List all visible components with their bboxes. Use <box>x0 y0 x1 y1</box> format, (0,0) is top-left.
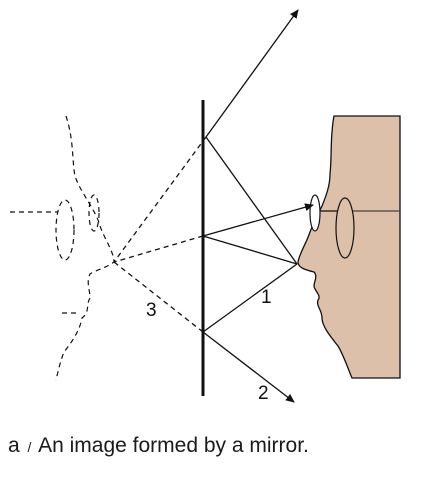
ray-1 <box>202 263 298 333</box>
light-rays <box>202 9 314 403</box>
caption-separator: / <box>27 439 32 455</box>
ray-2 <box>202 331 295 403</box>
virtual-face-profile <box>55 115 115 381</box>
glasses-lens <box>335 197 355 259</box>
ray-label-1: 1 <box>261 287 272 308</box>
mirror-image-diagram: 1 2 3 <box>10 9 401 404</box>
virtual-ray-middle <box>113 235 204 263</box>
virtual-glasses-lens <box>55 199 75 261</box>
ray-nose-to-upper-mirror <box>205 136 298 265</box>
ray-label-3: 3 <box>146 300 157 321</box>
ray-3 <box>113 261 204 333</box>
face-profile <box>297 115 401 379</box>
ray-middle-reflected <box>202 203 314 237</box>
ray-label-2: 2 <box>258 383 269 404</box>
figure-caption: a / An image formed by a mirror. <box>8 432 400 461</box>
ray-upper-reflected <box>205 9 299 138</box>
caption-text: An image formed by a mirror. <box>38 434 309 457</box>
virtual-rays <box>113 136 207 333</box>
virtual-ray-upper <box>113 136 207 263</box>
eye <box>309 194 321 232</box>
virtual-image-face <box>10 115 115 381</box>
eyeglasses <box>318 197 400 259</box>
virtual-eye <box>88 194 100 232</box>
ray-nose-to-middle-mirror <box>202 235 298 265</box>
caption-label: a <box>8 434 20 457</box>
